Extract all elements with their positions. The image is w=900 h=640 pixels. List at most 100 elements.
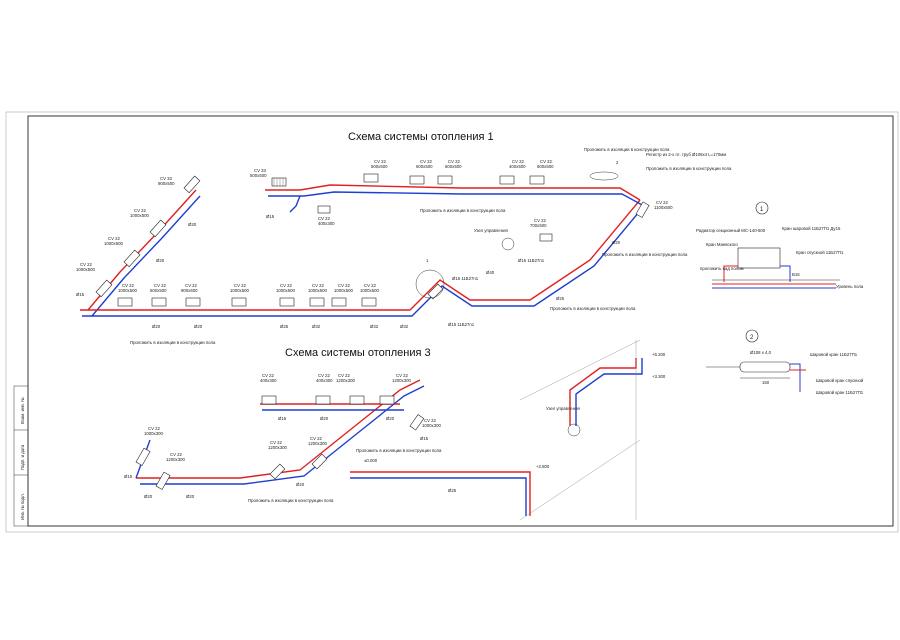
detail2: 2 Ø108 х 4,0 150 Шаровой кран 11Б27П1 Ша… (706, 329, 864, 395)
radiator-icon (123, 249, 141, 268)
radiator-size: 400x500 (509, 164, 526, 169)
radiator-type: CV 22 (280, 283, 293, 288)
detail1-floor-level: Уровень пола (836, 284, 864, 289)
radiator-size: 1000x300 (144, 431, 163, 436)
diameter-label: Ø20 (186, 494, 195, 499)
level-mark: ±0.000 (364, 458, 378, 463)
callout-circle (415, 269, 445, 299)
radiator-type: CV 22 (122, 283, 135, 288)
radiator-size: 1200x300 (166, 457, 185, 462)
register-ellipse (589, 171, 619, 181)
radiator-size: 900x500 (158, 181, 175, 186)
note-insulation: Проложить в изоляции в конструкции пола (646, 166, 732, 171)
callout-number: 2 (616, 160, 619, 165)
radiator-type: CV 22 (448, 159, 461, 164)
radiator-icon (315, 395, 331, 405)
pipe-return-scheme3-main (350, 477, 527, 516)
radiator-type: CV 22 (540, 159, 553, 164)
level-mark: +2.800 (536, 464, 550, 469)
valve-label: Ø15 11Б27п1 (452, 276, 479, 281)
valve-label: Ø15 11Б27п1 (448, 322, 475, 327)
radiator-size: 900x500 (181, 288, 198, 293)
diameter-label: Ø32 (400, 324, 409, 329)
scheme3-title: Схема системы отопления 3 (285, 347, 431, 359)
radiator-icon (155, 471, 171, 490)
diameter-label: Ø20 (156, 258, 165, 263)
radiator-icon (331, 297, 347, 307)
radiator-size: 700x500 (530, 223, 547, 228)
control-unit-circle (567, 423, 581, 437)
pipe-supply-scheme3 (136, 379, 421, 479)
note-register: Регистр из 2-х гл. труб Ø108х4 L=170мм (646, 152, 726, 157)
valve-label: Ø15 11Б27п1 (518, 258, 545, 263)
note-control-unit: Узел управления (546, 406, 580, 411)
radiator-type: CV 22 (318, 216, 331, 221)
radiator-size: 600x500 (416, 164, 433, 169)
diameter-label: Ø20 (320, 416, 329, 421)
radiator-icon (363, 173, 379, 183)
radiator-icon (349, 395, 365, 405)
radiator-type: CV 22 (270, 440, 283, 445)
scheme1-radiators-upper: CV 33 500x500 CV 22 500x500 CV 22 600x50… (250, 159, 554, 226)
diameter-label: Ø20 (296, 482, 305, 487)
radiator-size: 400x300 (318, 221, 335, 226)
diameter-label: Ø15 (266, 214, 275, 219)
level-mark: +6.200 (652, 352, 666, 357)
radiator-size: 400x300 (316, 378, 333, 383)
radiator-icon (409, 414, 425, 431)
radiator-size: 1200x300 (336, 378, 355, 383)
scheme1-pipes (80, 184, 645, 317)
diameter-label: Ø20 (188, 222, 197, 227)
diameter-label: Ø15 (124, 474, 133, 479)
detail1-ball-valve: Кран шаровой 11Б27П1 Ду15 (782, 226, 841, 231)
diameter-label: Ø25 (448, 488, 457, 493)
pipe-supply-left-diagonal (80, 189, 197, 311)
diameter-label: Ø20 (612, 240, 621, 245)
detail-callout (745, 329, 759, 343)
radiator-icon (437, 175, 453, 185)
detail-return (780, 265, 791, 282)
detail2-pipe-label: Ø108 х 4,0 (750, 350, 772, 355)
diameter-label: Ø20 (194, 324, 203, 329)
radiator-type: CV 22 (512, 159, 525, 164)
radiator-icon (317, 205, 331, 214)
radiator-size: 1000x500 (76, 267, 95, 272)
radiator-size: 1200x300 (392, 378, 411, 383)
detail2-ball-valve-2: Шаровой кран 11Б27П1 (816, 390, 864, 395)
detail1: 1 Радиатор секционный МС-140-500 Кран Ма… (696, 201, 864, 289)
radiator-icon (149, 219, 167, 238)
detail1-radiator: Радиатор секционный МС-140-500 (696, 228, 766, 233)
scheme1-radiators-right: CV 22 700x500 CV 22 1100x500 (530, 200, 673, 242)
diameter-label: Ø32 (370, 324, 379, 329)
note-insulation: Проложить в изоляции в конструкции пола (248, 498, 334, 503)
detail2-pipe (790, 363, 801, 392)
radiator-type: CV 22 (338, 373, 351, 378)
radiator-type: CV 22 (185, 283, 198, 288)
pipe-upper-branch (289, 195, 301, 213)
note-insulation: Проложить в изоляции в конструкции пола (356, 448, 442, 453)
section-line (519, 339, 641, 401)
radiator-size: 400x300 (260, 378, 277, 383)
radiator-size: 1000x500 (308, 288, 327, 293)
radiator-type: CV 22 (364, 283, 377, 288)
pipe-return-scheme3 (140, 385, 425, 485)
diameter-label: Ø20 (152, 324, 161, 329)
note-insulation: Проложить в изоляции в конструкции пола (602, 252, 688, 257)
note-insulation: Проложить в изоляции в конструкции пола (130, 340, 216, 345)
pipe-return-lower (92, 205, 645, 317)
radiator-type: CV 22 (310, 436, 323, 441)
radiator-icon (183, 175, 201, 194)
radiator-icon (379, 395, 395, 405)
radiator-type: CV 33 (254, 168, 267, 173)
scheme1-radiators-left: CV 33 900x500 CV 22 1000x500 CV 22 1000x… (76, 175, 201, 298)
diameter-label: Ø20 (386, 416, 395, 421)
control-unit-circle (501, 237, 515, 251)
radiator-size: 1000x500 (130, 213, 149, 218)
radiator-icon (361, 297, 377, 307)
radiator-type: CV 22 (338, 283, 351, 288)
pipe-return-riser (575, 358, 643, 426)
radiator-icon (529, 175, 545, 185)
stamp-col2: Подп. и дата (20, 444, 25, 470)
note-control-unit: Узел управления (474, 228, 508, 233)
